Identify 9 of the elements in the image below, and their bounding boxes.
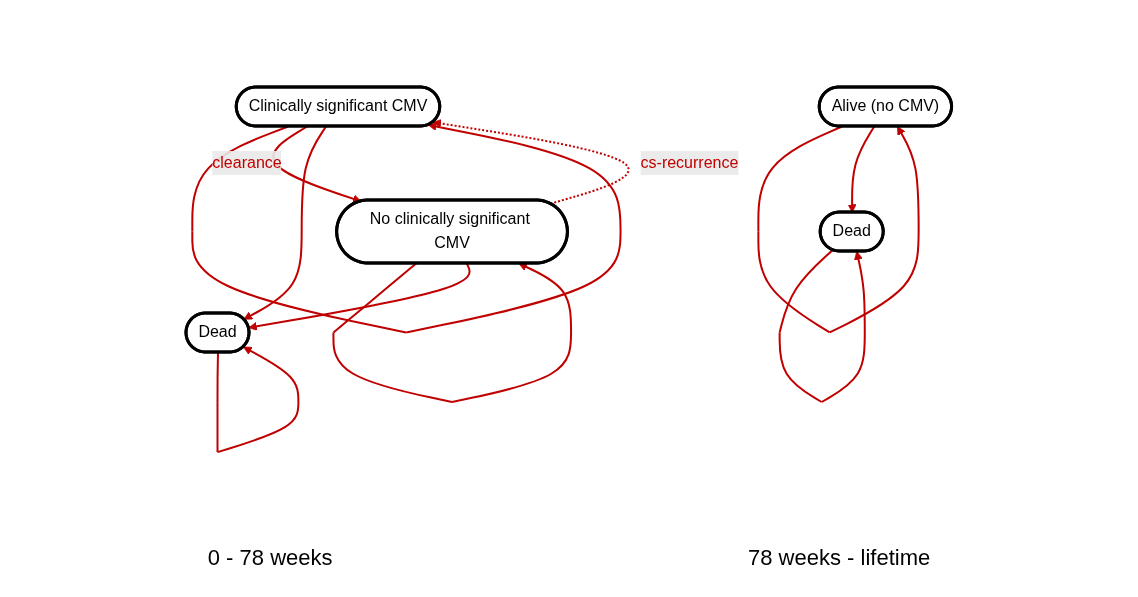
arrow — [757, 125, 920, 334]
arrow — [191, 122, 622, 334]
period-label: 0 - 78 weeks — [207, 545, 333, 571]
arrow — [432, 119, 630, 206]
edge-label: cs-recurrence — [640, 154, 739, 172]
edge-label: clearance — [212, 154, 282, 172]
period-label: 78 weeks - lifetime — [748, 545, 931, 571]
arrow — [778, 249, 866, 404]
arrow — [216, 347, 300, 454]
